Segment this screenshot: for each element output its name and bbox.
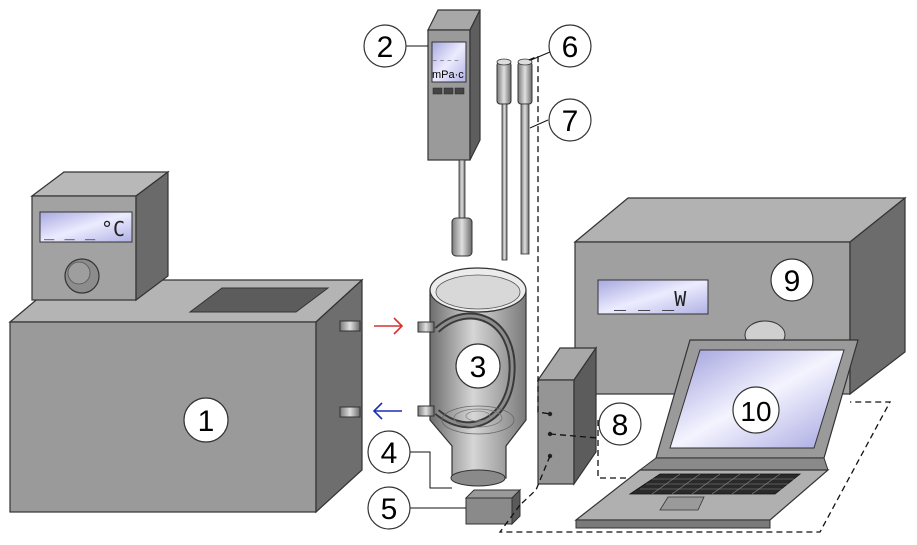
callout-5: 5 bbox=[367, 486, 411, 530]
callout-7: 7 bbox=[548, 98, 592, 142]
thermostat-controller: _ _ _ °C bbox=[30, 170, 170, 302]
viscometer: — — — — mPa·c bbox=[427, 9, 481, 257]
ultrasonic-generator: _ _ _W bbox=[573, 196, 907, 396]
thermostat-display-unit: °C bbox=[101, 217, 125, 241]
data-logger bbox=[536, 346, 598, 486]
svg-text:4: 4 bbox=[381, 437, 398, 470]
flow-arrows bbox=[372, 317, 404, 420]
svg-text:8: 8 bbox=[612, 409, 629, 442]
thermostat-display-blanks: _ _ _ bbox=[44, 221, 96, 241]
svg-text:5: 5 bbox=[381, 493, 398, 526]
svg-text:3: 3 bbox=[470, 351, 487, 384]
probe-7 bbox=[517, 58, 533, 255]
viscometer-stem bbox=[458, 159, 466, 221]
callout-10: 10 bbox=[732, 386, 780, 434]
bath-inlet-nozzle bbox=[339, 320, 361, 332]
viscometer-display-unit: mPa·c bbox=[432, 69, 464, 81]
svg-text:1: 1 bbox=[198, 405, 215, 438]
callout-1: 1 bbox=[183, 397, 229, 443]
viscometer-key bbox=[443, 87, 454, 95]
leader-lines bbox=[405, 45, 551, 509]
probe-6 bbox=[496, 58, 512, 261]
viscometer-key bbox=[454, 87, 465, 95]
svg-text:9: 9 bbox=[784, 265, 801, 298]
viscometer-display bbox=[431, 41, 467, 83]
callout-9: 9 bbox=[770, 258, 814, 302]
inflow-arrow bbox=[374, 317, 404, 335]
signal-cables bbox=[498, 54, 892, 533]
callout-4: 4 bbox=[367, 430, 411, 474]
svg-text:6: 6 bbox=[562, 31, 579, 64]
svg-text:10: 10 bbox=[740, 396, 771, 427]
callout-2: 2 bbox=[363, 24, 407, 68]
callout-6: 6 bbox=[548, 24, 592, 68]
outflow-arrow bbox=[372, 402, 402, 420]
callout-3: 3 bbox=[455, 343, 501, 389]
transducer-box bbox=[464, 488, 522, 526]
viscometer-spindle bbox=[451, 217, 473, 257]
thermostat-display bbox=[39, 211, 133, 243]
generator-display bbox=[597, 279, 709, 315]
bath-outlet-nozzle bbox=[339, 406, 361, 418]
generator-display-readout: _ _ _W bbox=[614, 287, 687, 311]
svg-text:7: 7 bbox=[562, 105, 579, 138]
callout-8: 8 bbox=[598, 402, 642, 446]
thermostat-bath bbox=[8, 278, 364, 514]
viscometer-display-dashes: — — — — bbox=[433, 57, 459, 64]
svg-text:2: 2 bbox=[377, 31, 394, 64]
viscometer-key bbox=[432, 87, 443, 95]
laptop-touchpad bbox=[659, 496, 705, 511]
